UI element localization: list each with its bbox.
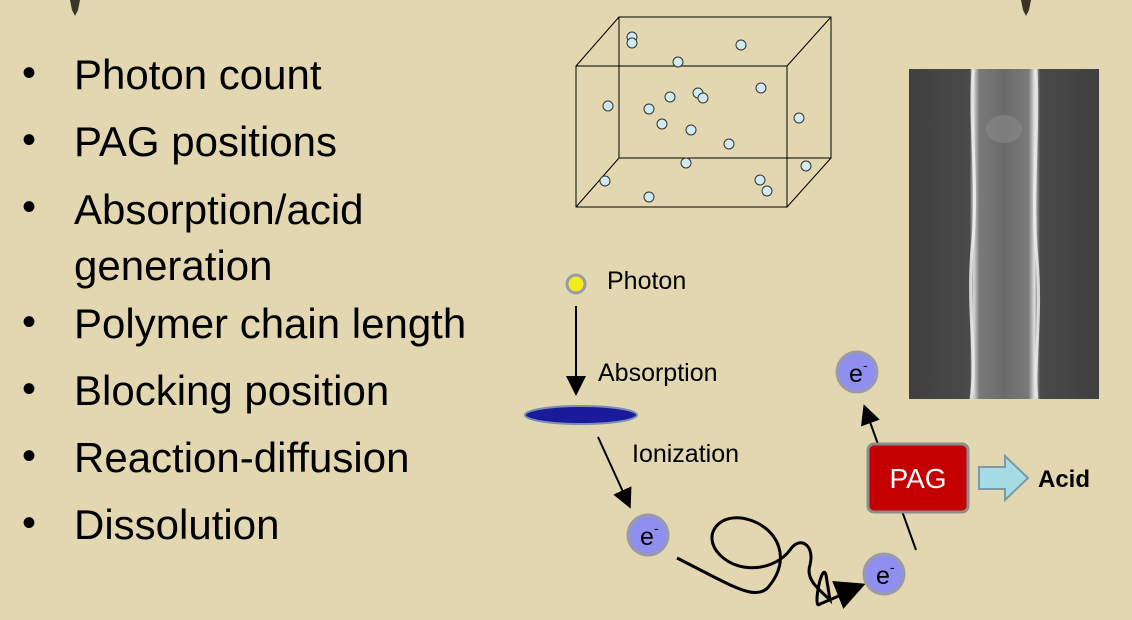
pag-sphere: [602, 100, 614, 112]
pag-sphere: [755, 82, 767, 94]
sem-line-image: [909, 69, 1099, 399]
pag-sphere: [697, 92, 709, 104]
pag-sphere: [643, 191, 655, 203]
pag-sphere: [754, 174, 766, 186]
electron-3: e -: [835, 350, 879, 394]
pag-sphere: [626, 37, 638, 49]
pag-sphere: [599, 175, 611, 187]
bullet-reaction-diffusion: Reaction-diffusion: [22, 431, 466, 485]
acid-label: Acid: [1038, 466, 1090, 493]
pag-sphere: [723, 138, 735, 150]
pag-sphere: [761, 185, 773, 197]
pag-sphere: [735, 39, 747, 51]
pag-label: PAG: [889, 463, 946, 494]
bullet-photon-count: Photon count: [22, 48, 466, 102]
factor-bullet-list: Photon count PAG positions Absorption/ac…: [22, 48, 466, 565]
ionization-label: Ionization: [632, 440, 739, 468]
bullet-dissolution: Dissolution: [22, 498, 466, 552]
diffusion-path: [676, 516, 861, 607]
pag-sphere: [680, 157, 692, 169]
pag-sphere: [664, 91, 676, 103]
resist-volume-box: [575, 16, 832, 208]
pag-sphere: [685, 124, 697, 136]
corner-ornament-icon: [70, 0, 80, 16]
absorber-disk: [524, 405, 638, 425]
pag-sphere: [643, 103, 655, 115]
electron-label: e: [640, 523, 654, 551]
corner-ornament-icon: [1021, 0, 1031, 16]
electron-sup: -: [863, 357, 868, 373]
pag-sphere: [793, 112, 805, 124]
pag-sphere: [656, 118, 668, 130]
pag-box: PAG: [866, 442, 970, 514]
bullet-blocking-position: Blocking position: [22, 364, 466, 418]
photon-label: Photon: [607, 267, 686, 295]
photon-dot: [565, 273, 587, 295]
pag-molecules: [599, 31, 812, 203]
pag-sphere: [800, 160, 812, 172]
acid-arrow-icon: [978, 453, 1030, 503]
bullet-pag-positions: PAG positions: [22, 115, 466, 169]
electron-label: e: [876, 562, 890, 590]
electron-1: e -: [626, 513, 670, 557]
bullet-polymer-chain-length: Polymer chain length: [22, 297, 466, 351]
electron-sup: -: [654, 520, 659, 536]
electron-sup: -: [890, 559, 895, 575]
absorption-label: Absorption: [598, 359, 718, 387]
electron-label: e: [849, 360, 863, 388]
ionization-arrow: [597, 436, 632, 509]
diffusion-arrowhead: [832, 580, 866, 609]
pag-sphere: [672, 56, 684, 68]
electron-2: e -: [862, 552, 906, 596]
